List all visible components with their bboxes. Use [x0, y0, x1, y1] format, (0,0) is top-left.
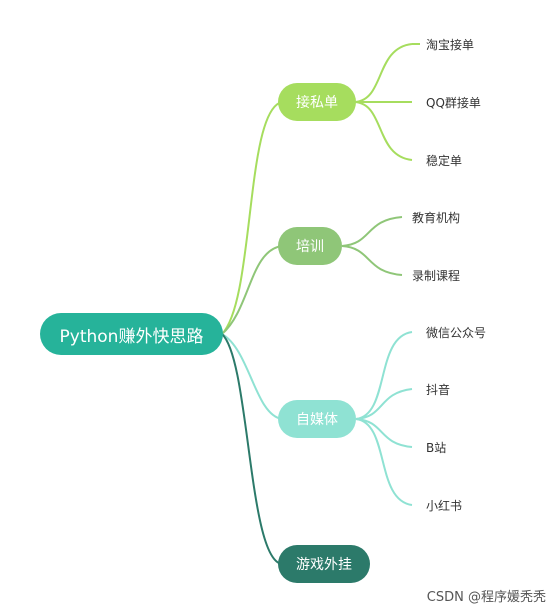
- branch-node-training[interactable]: 培训: [278, 227, 342, 265]
- connector-branch-3-leaf-3: [355, 418, 413, 448]
- connector-root-branch-3: [221, 333, 283, 420]
- leaf-node[interactable]: 录制课程: [412, 269, 461, 283]
- leaf-node[interactable]: 淘宝接单: [426, 38, 475, 52]
- watermark: CSDN @程序媛秃秃: [426, 590, 546, 605]
- leaf-node[interactable]: 稳定单: [426, 154, 463, 168]
- connector-branch-2-leaf-1: [341, 216, 403, 247]
- connector-root-branch-4: [221, 333, 283, 565]
- branch-node-game-cheats[interactable]: 游戏外挂: [278, 545, 370, 583]
- connector-branch-2-leaf-2: [341, 245, 403, 276]
- connector-root-branch-1: [221, 101, 283, 335]
- connector-branch-1-leaf-1: [354, 43, 413, 103]
- connector-branch-3-leaf-2: [355, 388, 413, 420]
- connector-root-branch-2: [221, 245, 283, 335]
- leaf-node[interactable]: QQ群接单: [426, 96, 481, 110]
- leaf-node[interactable]: 抖音: [426, 383, 451, 397]
- leaf-node[interactable]: 微信公众号: [426, 326, 487, 340]
- branch-node-private-orders[interactable]: 接私单: [278, 83, 356, 121]
- branch-node-self-media[interactable]: 自媒体: [278, 400, 356, 438]
- connector-branch-1-leaf-3: [354, 101, 413, 161]
- connector-branch-3-leaf-1: [355, 331, 413, 420]
- leaf-node[interactable]: 小红书: [426, 499, 463, 513]
- connector-branch-3-leaf-4: [355, 418, 413, 506]
- root-node[interactable]: Python赚外快思路: [40, 313, 223, 355]
- leaf-node[interactable]: 教育机构: [412, 211, 461, 225]
- leaf-node[interactable]: B站: [426, 441, 447, 455]
